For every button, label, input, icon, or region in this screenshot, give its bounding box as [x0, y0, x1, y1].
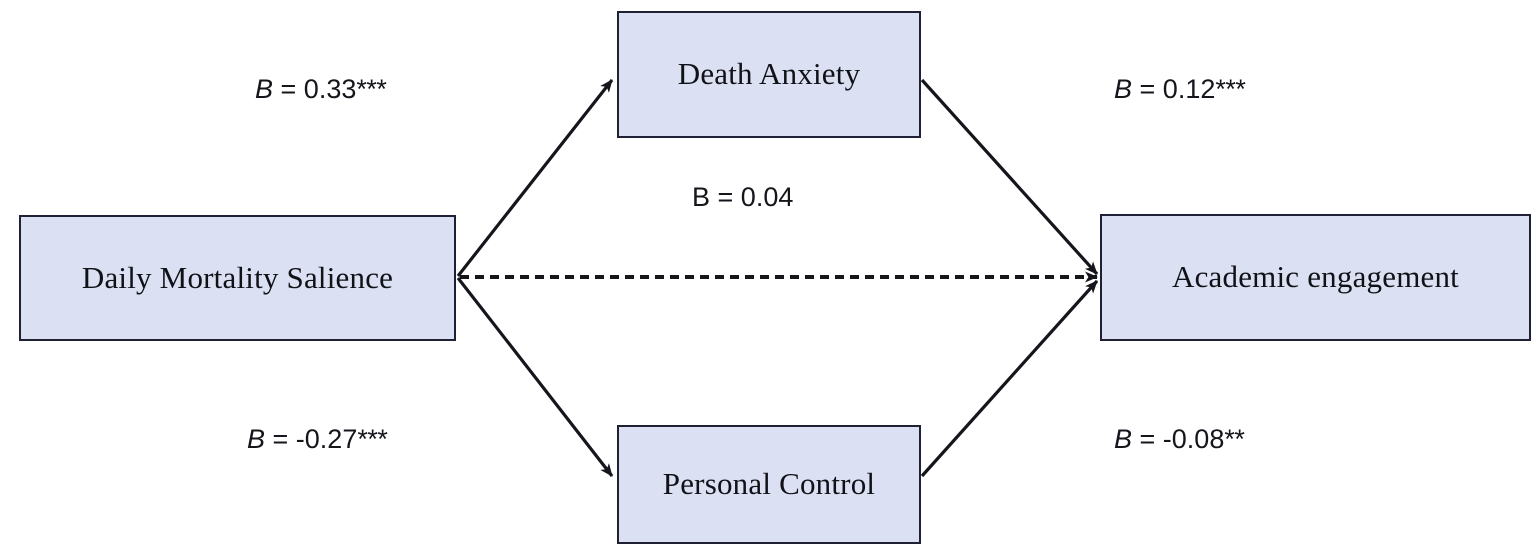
coef-equals: =	[710, 182, 741, 212]
coef-stars: ***	[1215, 74, 1246, 104]
coef-value: 0.33	[303, 74, 357, 104]
coef-symbol: B	[255, 74, 274, 104]
node-label: Death Anxiety	[677, 56, 861, 92]
coef-equals: =	[1132, 424, 1163, 454]
edge-a2	[456, 277, 614, 477]
path-label-b1: B = 0.12***	[1114, 74, 1246, 105]
node-personal-control[interactable]: Personal Control	[617, 425, 921, 544]
path-label-b2: B = -0.08**	[1114, 424, 1245, 455]
coef-symbol: B	[1114, 424, 1133, 454]
edge-a1	[456, 79, 614, 277]
edge-b2	[920, 279, 1099, 478]
node-label: Academic engagement	[1172, 259, 1459, 295]
coef-equals: =	[1132, 74, 1163, 104]
coef-stars: **	[1224, 424, 1245, 454]
coef-equals: =	[265, 424, 296, 454]
path-label-a1: B = 0.33***	[255, 74, 387, 105]
coef-value: -0.27	[295, 424, 358, 454]
coef-stars: ***	[356, 74, 387, 104]
edge-b1	[920, 78, 1099, 276]
coef-equals: =	[273, 74, 304, 104]
node-academic-engagement[interactable]: Academic engagement	[1100, 214, 1531, 341]
node-daily-mortality-salience[interactable]: Daily Mortality Salience	[19, 215, 456, 341]
node-death-anxiety[interactable]: Death Anxiety	[617, 11, 921, 138]
coef-symbol: B	[247, 424, 266, 454]
node-label: Daily Mortality Salience	[81, 259, 394, 295]
coef-value: 0.12	[1162, 74, 1216, 104]
coef-symbol: B	[1114, 74, 1133, 104]
coef-stars: ***	[357, 424, 388, 454]
node-label: Personal Control	[662, 466, 876, 502]
coef-value: -0.08	[1162, 424, 1225, 454]
coef-symbol: B	[692, 182, 711, 212]
coef-value: 0.04	[740, 182, 794, 212]
path-label-a2: B = -0.27***	[247, 424, 388, 455]
path-label-direct-effect: B = 0.04	[692, 182, 793, 213]
